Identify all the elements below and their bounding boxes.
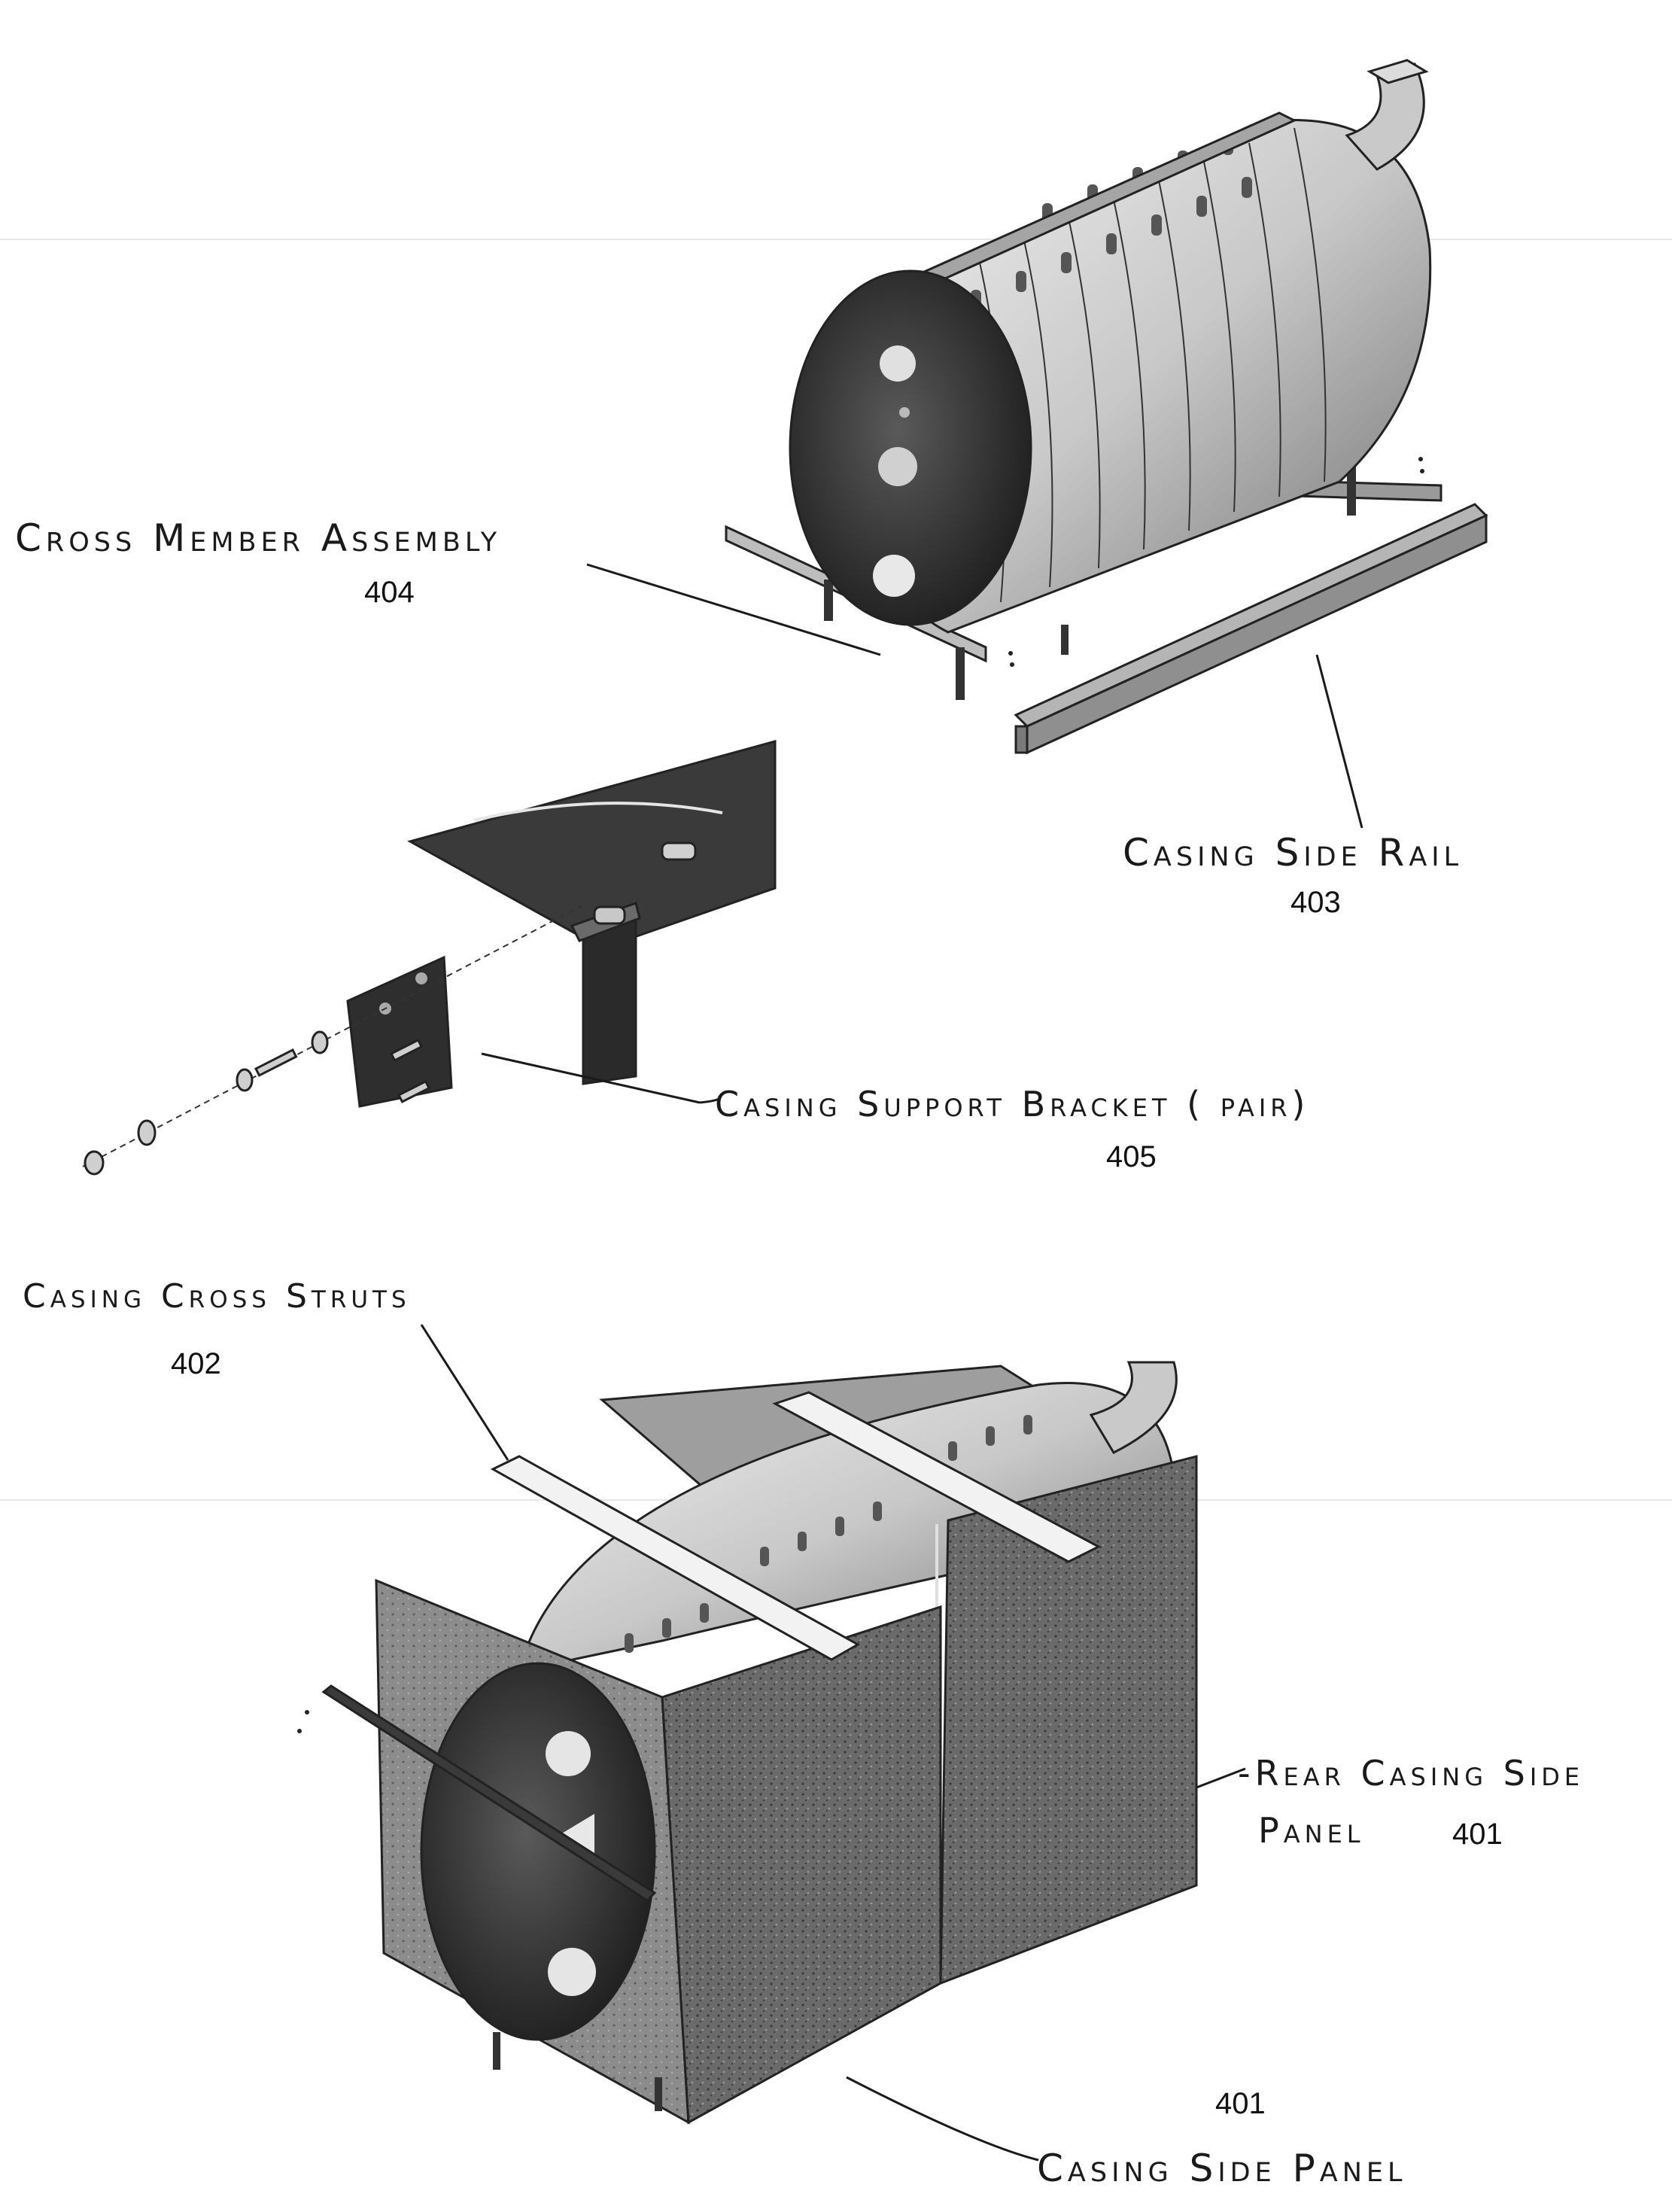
casing-cross-strut-rear xyxy=(772,1391,1102,1563)
leader-side-panel xyxy=(846,2076,1039,2162)
casing-cross-strut-front xyxy=(490,1455,861,1661)
flue-pipe-lower xyxy=(1089,1361,1178,1454)
label-casing-support-bracket: Casing Support Bracket ( pair) xyxy=(715,1084,1309,1124)
label-casing-side-panel: Casing Side Panel xyxy=(1037,2147,1407,2190)
bracket-nipple xyxy=(593,905,626,925)
boiler-drum-assembly-top xyxy=(725,59,1488,755)
leader-support-bracket-tail xyxy=(699,1097,719,1104)
screw xyxy=(1008,651,1013,656)
frame-leg xyxy=(956,647,965,700)
leader-cross-member xyxy=(586,563,881,656)
support-bracket-detail xyxy=(82,740,777,1176)
screw xyxy=(1418,457,1423,461)
drum-vent-slots-lower xyxy=(625,1415,1032,1653)
plate-hole xyxy=(415,972,427,984)
label-casing-cross-struts: Casing Cross Struts xyxy=(23,1277,411,1316)
leader-side-rail xyxy=(1315,654,1363,829)
ref-402: 402 xyxy=(171,1347,221,1380)
face-port-bottom-lower xyxy=(548,1948,596,1996)
bracket-upper-plate xyxy=(407,740,777,950)
leader-lines xyxy=(420,563,1363,2162)
face-stud xyxy=(899,407,910,418)
cross-member-bar xyxy=(321,1684,657,1902)
leader-cross-struts xyxy=(420,1324,509,1461)
casing-leg xyxy=(493,2032,500,2070)
drum-front-face-lower xyxy=(420,1662,656,2041)
screw xyxy=(1010,662,1014,667)
ref-401-rear: 401 xyxy=(1452,1818,1503,1851)
ref-405: 405 xyxy=(1106,1140,1157,1173)
ref-403: 403 xyxy=(1290,886,1341,919)
casing-side-panel xyxy=(661,1605,942,2125)
screw xyxy=(305,1710,309,1715)
face-port-lower xyxy=(873,555,915,597)
frame-leg xyxy=(824,580,833,621)
label-rear-casing-side: -Rear Casing Side xyxy=(1238,1753,1584,1794)
screw xyxy=(297,1729,302,1733)
flue-flange xyxy=(1366,59,1429,84)
casing-side-rail-end xyxy=(1014,725,1029,754)
assembly-axis-line xyxy=(82,902,588,1167)
frame-leg xyxy=(1061,625,1069,655)
casing-leg xyxy=(655,2077,662,2111)
drum-segment-ribs xyxy=(977,127,1327,603)
leader-support-bracket xyxy=(481,1052,701,1104)
screw xyxy=(1420,469,1424,473)
rear-casing-side-panel xyxy=(939,1455,1198,1985)
frame-leg xyxy=(1347,467,1356,516)
face-port-middle xyxy=(878,447,917,486)
label-rear-panel: Panel xyxy=(1258,1810,1365,1851)
casing-side-rail-face xyxy=(1026,513,1488,755)
bracket-arc-edge xyxy=(473,802,723,822)
bracket-mounting-plate xyxy=(346,955,453,1108)
boiler-casing-assembly-bottom xyxy=(297,1361,1198,2125)
ref-401-side: 401 xyxy=(1215,2087,1266,2120)
fastener-stack xyxy=(84,1030,431,1176)
face-port-upper-lower xyxy=(546,1731,591,1776)
leader-rear-panel xyxy=(1196,1767,1246,1789)
drum-front-face xyxy=(789,269,1032,626)
label-casing-side-rail: Casing Side Rail xyxy=(1123,831,1463,875)
bracket-nipple xyxy=(661,841,697,861)
label-cross-member-assembly: Cross Member Assembly xyxy=(15,516,501,560)
ref-404: 404 xyxy=(364,576,415,609)
face-port-upper xyxy=(880,345,916,382)
